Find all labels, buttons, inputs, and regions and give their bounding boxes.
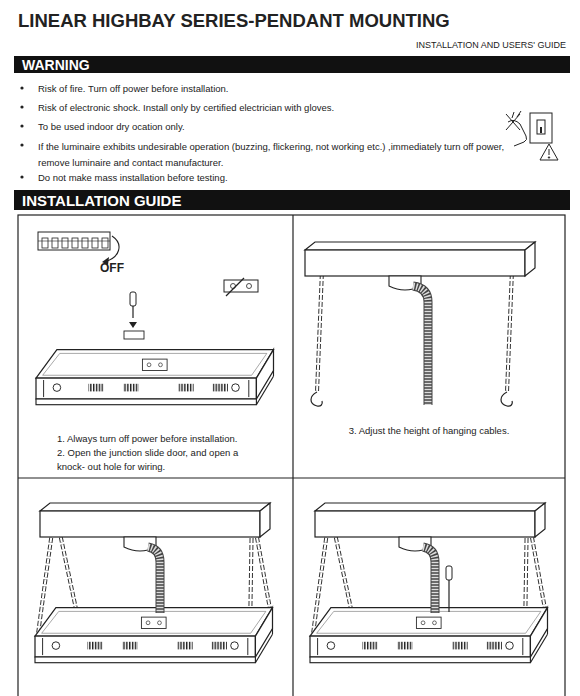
step-panel: 1. Always turn off power before installa… <box>18 215 293 478</box>
page-title: LINEAR HIGHBAY SERIES-PENDANT MOUNTING <box>18 10 450 32</box>
band-heading: INSTALLATION GUIDE <box>22 192 181 209</box>
step-text: 3. Adjust the height of hanging cables. <box>293 424 565 438</box>
warning-item: Do not make mass installation before tes… <box>38 171 508 184</box>
warning-item: To be used indoor dry ocation only. <box>38 120 498 133</box>
warning-item: Risk of fire. Turn off power before inst… <box>38 82 508 95</box>
section-band: INSTALLATION GUIDE <box>14 190 570 210</box>
subtitle: INSTALLATION AND USERS' GUIDE <box>416 40 566 50</box>
band-heading: WARNING <box>22 57 90 73</box>
warning-band: WARNING <box>14 56 570 73</box>
warning-item: Risk of electronic shock. Install only b… <box>38 101 508 114</box>
warning-item: If the luminaire exhibits undesirable op… <box>38 139 508 171</box>
step-panel: 3. Adjust the height of hanging cables. <box>293 215 565 478</box>
step-text: 2. Open the junction slide door, and ope… <box>57 446 265 474</box>
step-text: 1. Always turn off power before installa… <box>57 432 272 446</box>
off-label: OFF <box>100 261 124 275</box>
